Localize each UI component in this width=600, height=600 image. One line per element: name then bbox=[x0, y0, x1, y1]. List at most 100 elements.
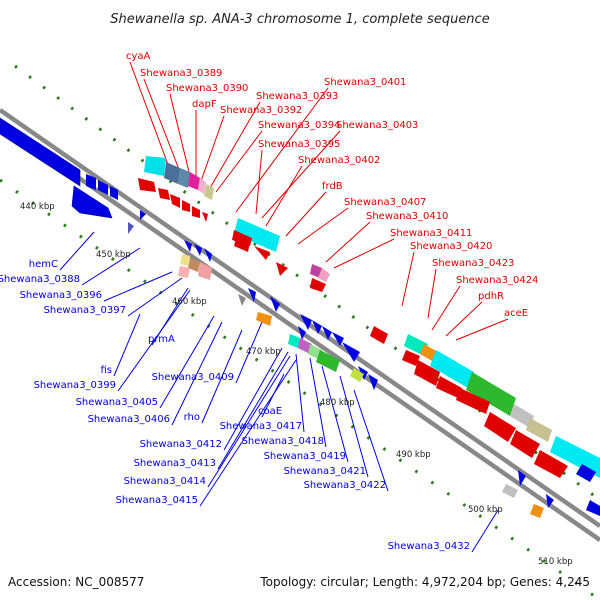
reverse-gene-block[interactable] bbox=[98, 180, 108, 195]
forward-gene-block[interactable] bbox=[414, 360, 440, 386]
gene-label[interactable]: Shewana3_0401 bbox=[324, 77, 406, 88]
gene-cluster-block[interactable] bbox=[188, 258, 200, 272]
gene-label[interactable]: pdhR bbox=[478, 291, 504, 302]
gene-cluster-block[interactable] bbox=[430, 350, 474, 388]
reverse-gene-block[interactable] bbox=[86, 174, 96, 190]
gene-label[interactable]: Shewana3_0390 bbox=[166, 83, 248, 94]
gene-label[interactable]: Shewana3_0403 bbox=[336, 120, 418, 131]
gene-label[interactable]: Shewana3_0411 bbox=[390, 228, 472, 239]
gene-cluster-block[interactable] bbox=[256, 312, 272, 326]
forward-gene-block[interactable] bbox=[370, 326, 388, 344]
gene-label[interactable]: Shewana3_0406 bbox=[88, 414, 170, 425]
gene-label[interactable]: Shewana3_0432 bbox=[388, 541, 470, 552]
reverse-gene-block[interactable] bbox=[576, 464, 596, 482]
gene-label[interactable]: rho bbox=[184, 412, 200, 423]
forward-gene-block[interactable] bbox=[402, 350, 420, 366]
reverse-gene-block[interactable] bbox=[194, 244, 202, 256]
gene-label[interactable]: Shewana3_0417 bbox=[220, 421, 302, 432]
gene-label[interactable]: cyaA bbox=[126, 51, 151, 62]
gene-label[interactable]: Shewana3_0415 bbox=[116, 495, 198, 506]
gene-label[interactable]: Shewana3_0396 bbox=[20, 290, 102, 301]
gene-label[interactable]: prmA bbox=[148, 334, 175, 345]
gene-cluster-block[interactable] bbox=[198, 262, 212, 280]
gene-cluster-block[interactable] bbox=[510, 404, 534, 428]
gene-cluster-block[interactable] bbox=[188, 172, 200, 190]
reverse-gene-block[interactable] bbox=[586, 500, 600, 516]
reverse-gene-block[interactable] bbox=[332, 332, 344, 346]
forward-gene-block[interactable] bbox=[484, 412, 516, 442]
gene-label[interactable]: hemC bbox=[29, 259, 58, 270]
gene-label[interactable]: Shewana3_0402 bbox=[298, 155, 380, 166]
gene-cluster-block[interactable] bbox=[198, 178, 206, 194]
forward-gene-block[interactable] bbox=[436, 376, 462, 398]
forward-gene-block[interactable] bbox=[182, 200, 190, 212]
gene-label[interactable]: Shewana3_0424 bbox=[456, 275, 538, 286]
gene-cluster-block[interactable] bbox=[178, 266, 190, 278]
reverse-gene-block[interactable] bbox=[322, 326, 332, 340]
gene-cluster-block[interactable] bbox=[466, 372, 516, 416]
gene-cluster-block[interactable] bbox=[316, 350, 340, 372]
gene-label[interactable]: Shewana3_0419 bbox=[264, 451, 346, 462]
forward-gene-block[interactable] bbox=[234, 238, 250, 252]
gene-cluster-block[interactable] bbox=[318, 268, 330, 282]
reverse-gene-block[interactable] bbox=[312, 320, 322, 334]
forward-gene-block[interactable] bbox=[158, 188, 170, 200]
gene-label[interactable]: Shewana3_0421 bbox=[284, 466, 366, 477]
gene-label[interactable]: aceE bbox=[504, 308, 528, 319]
gene-cluster-block[interactable] bbox=[180, 254, 190, 266]
gene-cluster-block[interactable] bbox=[234, 218, 280, 252]
gene-label[interactable]: Shewana3_0397 bbox=[44, 305, 126, 316]
forward-gene-block[interactable] bbox=[276, 262, 288, 276]
forward-gene-block[interactable] bbox=[534, 450, 568, 478]
gene-label[interactable]: Shewana3_0410 bbox=[366, 211, 448, 222]
gene-label[interactable]: Shewana3_0409 bbox=[152, 372, 234, 383]
gene-cluster-block[interactable] bbox=[178, 168, 190, 188]
reverse-gene-block[interactable] bbox=[358, 366, 368, 380]
gene-label[interactable]: Shewana3_0413 bbox=[134, 458, 216, 469]
gene-label[interactable]: dapF bbox=[192, 99, 217, 110]
reverse-gene-block[interactable] bbox=[184, 240, 192, 252]
forward-gene-block[interactable] bbox=[254, 246, 270, 260]
reverse-gene-block[interactable] bbox=[204, 248, 212, 262]
reverse-gene-block[interactable] bbox=[128, 222, 134, 234]
gene-label[interactable]: Shewana3_0394 bbox=[258, 120, 340, 131]
forward-gene-block[interactable] bbox=[202, 212, 208, 222]
gene-cluster-block[interactable] bbox=[502, 484, 518, 498]
gene-label[interactable]: Shewana3_0418 bbox=[242, 436, 324, 447]
gene-label[interactable]: Shewana3_0423 bbox=[432, 258, 514, 269]
gene-label[interactable]: fis bbox=[100, 365, 112, 376]
gene-cluster-block[interactable] bbox=[204, 184, 214, 200]
reverse-gene-block[interactable] bbox=[518, 470, 526, 486]
reverse-gene-block[interactable] bbox=[368, 374, 378, 390]
reverse-gene-block[interactable] bbox=[298, 326, 306, 340]
reverse-gene-block[interactable] bbox=[0, 117, 81, 187]
gene-label[interactable]: Shewana3_0414 bbox=[124, 476, 206, 487]
forward-gene-block[interactable] bbox=[170, 194, 180, 208]
reverse-gene-block[interactable] bbox=[110, 186, 118, 200]
gene-label[interactable]: Shewana3_0395 bbox=[258, 139, 340, 150]
gene-label[interactable]: frdB bbox=[322, 181, 343, 192]
gene-label[interactable]: Shewana3_0392 bbox=[220, 105, 302, 116]
gene-cluster-block[interactable] bbox=[530, 504, 544, 518]
gene-cluster-block[interactable] bbox=[310, 264, 322, 278]
forward-gene-block[interactable] bbox=[138, 178, 156, 192]
reverse-gene-block[interactable] bbox=[270, 296, 280, 312]
gene-cluster-block[interactable] bbox=[526, 418, 552, 442]
gene-label[interactable]: Shewana3_0422 bbox=[304, 480, 386, 491]
gene-label[interactable]: Shewana3_0389 bbox=[140, 68, 222, 79]
gene-cluster-block[interactable] bbox=[238, 294, 246, 306]
forward-gene-block[interactable] bbox=[456, 388, 490, 414]
forward-gene-block[interactable] bbox=[310, 278, 326, 292]
gene-label[interactable]: Shewana3_0407 bbox=[344, 197, 426, 208]
reverse-gene-block[interactable] bbox=[71, 185, 113, 219]
gene-cluster-block[interactable] bbox=[298, 338, 312, 354]
gene-label[interactable]: Shewana3_0388 bbox=[0, 274, 80, 285]
reverse-gene-block[interactable] bbox=[342, 342, 360, 362]
gene-cluster-block[interactable] bbox=[164, 162, 180, 184]
reverse-gene-block[interactable] bbox=[546, 494, 554, 508]
gene-label[interactable]: Shewana3_0412 bbox=[140, 439, 222, 450]
gene-label[interactable]: Shewana3_0405 bbox=[76, 397, 158, 408]
gene-cluster-block[interactable] bbox=[288, 334, 300, 348]
gene-label[interactable]: Shewana3_0399 bbox=[34, 380, 116, 391]
gene-label[interactable]: Shewana3_0420 bbox=[410, 241, 492, 252]
